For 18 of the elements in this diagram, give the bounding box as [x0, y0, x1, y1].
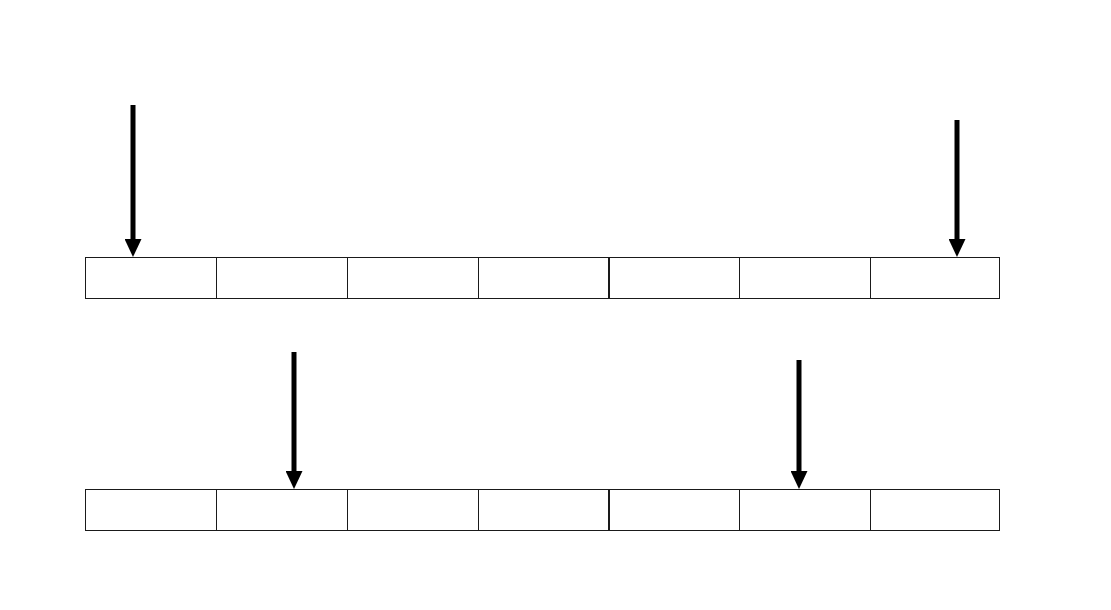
- arrow: [124, 105, 142, 257]
- array-cell: [608, 257, 740, 299]
- arrow: [285, 352, 303, 489]
- array-cell: [85, 489, 217, 531]
- array-cell: [85, 257, 217, 299]
- array-cell: [478, 257, 610, 299]
- array-cell: [608, 489, 740, 531]
- array-cell: [478, 489, 610, 531]
- array-cell: [347, 257, 479, 299]
- array-cell: [870, 257, 1000, 299]
- array-cell: [216, 489, 348, 531]
- arrow: [948, 120, 966, 257]
- arrow: [790, 360, 808, 489]
- array-cell: [216, 257, 348, 299]
- array-cell: [870, 489, 1000, 531]
- array-cell: [347, 489, 479, 531]
- array-cell: [739, 257, 871, 299]
- array-cell: [739, 489, 871, 531]
